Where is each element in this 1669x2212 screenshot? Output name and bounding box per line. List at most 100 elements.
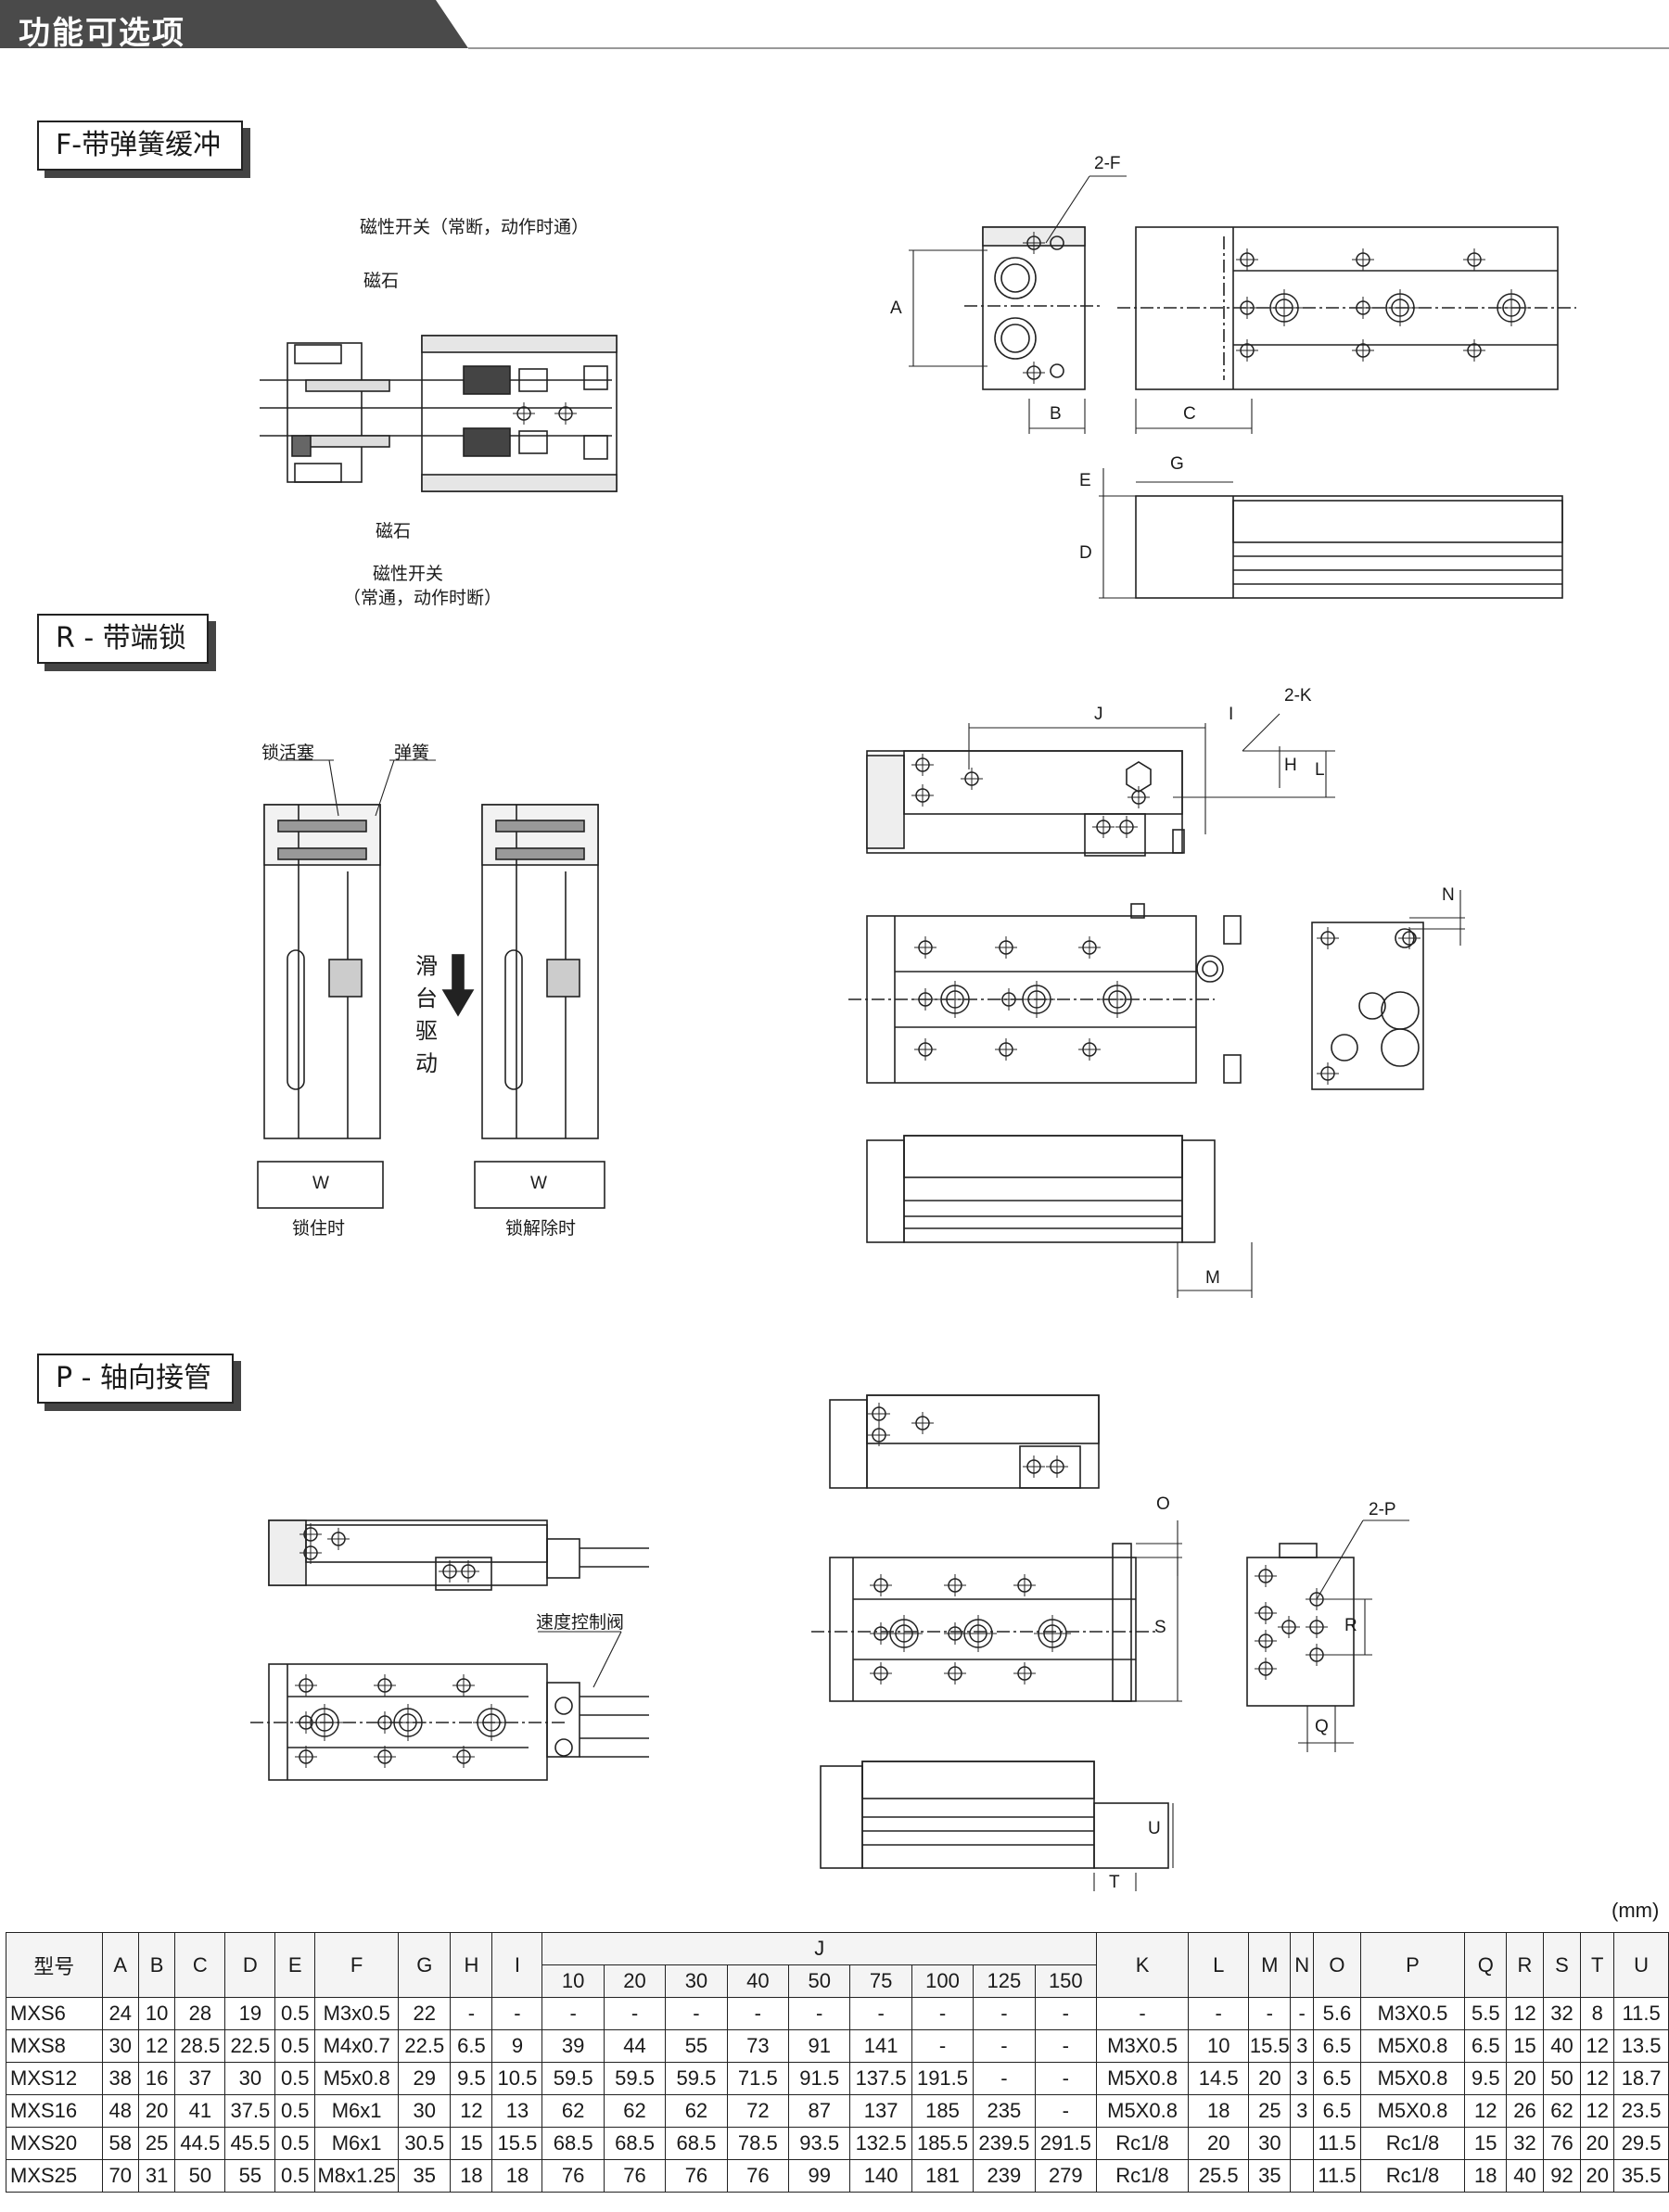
dim-2p: 2-P — [1369, 1500, 1396, 1519]
dim-g: G — [1170, 454, 1184, 474]
table-cell: 25 — [1248, 2094, 1292, 2128]
r-end-view — [1311, 890, 1465, 1090]
table-cell: 30 — [1248, 2127, 1292, 2160]
table-cell: 5.5 — [1464, 1997, 1508, 2030]
table-cell: 12 — [1580, 2062, 1615, 2095]
table-cell: 20 — [1506, 2062, 1544, 2095]
label-speed-valve: 速度控制阀 — [536, 1612, 625, 1633]
table-cell: 15 — [1506, 2029, 1544, 2063]
f-dim-lines — [909, 175, 1253, 434]
table-cell: 12 — [1464, 2094, 1508, 2128]
table-cell: 0.5 — [274, 1997, 316, 2030]
table-cell: 29 — [398, 2062, 452, 2095]
table-cell: 37 — [174, 2062, 226, 2095]
table-cell: 235 — [973, 2094, 1036, 2128]
dim-e: E — [1079, 471, 1091, 490]
table-cell: 55 — [665, 2029, 728, 2063]
table-cell: 0.5 — [274, 2159, 316, 2193]
table-cell: 239 — [973, 2159, 1036, 2193]
table-cell: 25 — [137, 2127, 176, 2160]
th-n: N — [1290, 1932, 1315, 1998]
table-cell: 59.5 — [603, 2062, 667, 2095]
table-cell: 59.5 — [665, 2062, 728, 2095]
page-title: 功能可选项 — [19, 15, 185, 52]
table-cell: 68.5 — [541, 2127, 605, 2160]
table-cell: 73 — [726, 2029, 790, 2063]
table-cell: 20 — [1580, 2159, 1615, 2193]
th-q: Q — [1464, 1932, 1508, 1998]
th-d: D — [224, 1932, 276, 1998]
table-cell: 28.5 — [174, 2029, 226, 2063]
dim-t: T — [1109, 1873, 1120, 1892]
table-cell: 62 — [665, 2094, 728, 2128]
slide-drive-char-3: 驱 — [415, 1018, 438, 1044]
table-cell: 70 — [101, 2159, 139, 2193]
table-cell: 76 — [726, 2159, 790, 2193]
table-cell: 6.5 — [450, 2029, 493, 2063]
table-cell: 13.5 — [1613, 2029, 1669, 2063]
table-cell: 12 — [137, 2029, 176, 2063]
table-cell: 44 — [603, 2029, 667, 2063]
slide-drive-char-2: 台 — [415, 985, 438, 1011]
table-cell: M5X0.8 — [1359, 2094, 1466, 2128]
f-section-view — [260, 335, 618, 492]
table-cell — [1290, 2127, 1315, 2160]
th-j-100: 100 — [911, 1964, 975, 1998]
label-w-unlocked: W — [530, 1174, 547, 1193]
model-cell: MXS12 — [6, 2062, 103, 2095]
table-cell: 20 — [1248, 2062, 1292, 2095]
table-cell: 30 — [398, 2094, 452, 2128]
table-cell: 18.7 — [1613, 2062, 1669, 2095]
table-cell: 11.5 — [1613, 1997, 1669, 2030]
dim-2f: 2-F — [1094, 154, 1121, 173]
label-spring: 弹簧 — [394, 743, 430, 763]
table-cell: 87 — [788, 2094, 851, 2128]
table-cell — [1290, 2159, 1315, 2193]
table-cell: - — [911, 1997, 975, 2030]
table-cell: M5X0.8 — [1096, 2094, 1190, 2128]
table-cell: 18 — [1464, 2159, 1508, 2193]
table-cell: 30 — [224, 2062, 276, 2095]
table-cell: 99 — [788, 2159, 851, 2193]
th-j-50: 50 — [788, 1964, 851, 1998]
table-cell: - — [1034, 1997, 1098, 2030]
dim-2k: 2-K — [1284, 686, 1312, 706]
table-cell: - — [788, 1997, 851, 2030]
table-cell: 72 — [726, 2094, 790, 2128]
table-cell: 5.6 — [1313, 1997, 1361, 2030]
table-cell: 22.5 — [398, 2029, 452, 2063]
dim-c: C — [1183, 404, 1196, 424]
th-j-10: 10 — [541, 1964, 605, 1998]
th-s: S — [1542, 1932, 1582, 1998]
table-cell: - — [1034, 2029, 1098, 2063]
th-u: U — [1613, 1932, 1669, 1998]
dim-n: N — [1442, 885, 1455, 905]
section-title-r: R - 带端锁 — [37, 614, 209, 664]
table-cell: 10 — [1188, 2029, 1250, 2063]
label-magnet-top: 磁石 — [363, 271, 400, 291]
table-cell: M5x0.8 — [314, 2062, 400, 2095]
model-cell: MXS20 — [6, 2127, 103, 2160]
table-cell: - — [973, 1997, 1036, 2030]
table-cell: 6.5 — [1313, 2094, 1361, 2128]
table-cell: 58 — [101, 2127, 139, 2160]
drive-arrow-icon — [441, 954, 475, 1017]
table-cell: 137 — [849, 2094, 912, 2128]
table-cell: M5X0.8 — [1359, 2062, 1466, 2095]
table-cell: Rc1/8 — [1359, 2159, 1466, 2193]
table-cell: 50 — [1542, 2062, 1582, 2095]
th-t: T — [1580, 1932, 1615, 1998]
table-cell: 29.5 — [1613, 2127, 1669, 2160]
table-j-subheader-row: 10 20 30 40 50 75 100 125 150 — [6, 1964, 1669, 1998]
table-cell: 15.5 — [491, 2127, 543, 2160]
th-model: 型号 — [6, 1932, 103, 1998]
label-locked: 锁住时 — [292, 1218, 346, 1239]
table-cell: 28 — [174, 1997, 226, 2030]
th-j: J — [541, 1932, 1098, 1965]
th-r: R — [1506, 1932, 1544, 1998]
table-cell: 9 — [491, 2029, 543, 2063]
table-cell: M5X0.8 — [1359, 2029, 1466, 2063]
table-cell: 20 — [1188, 2127, 1250, 2160]
dim-u: U — [1148, 1819, 1161, 1838]
